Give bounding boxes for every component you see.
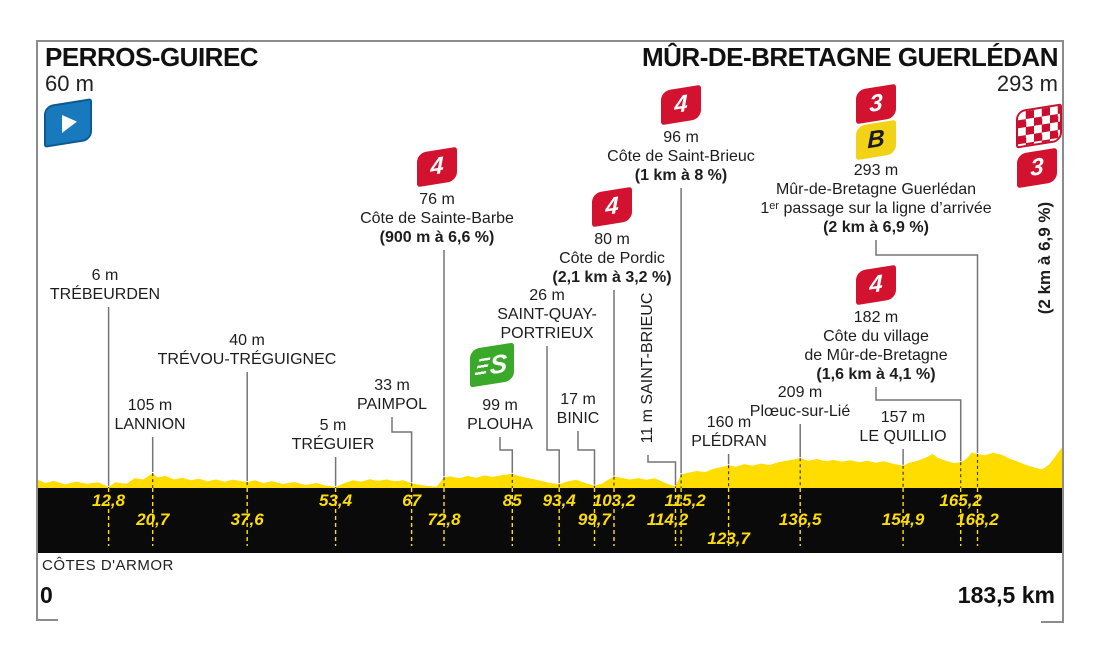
gradient-info: (2 km à 6,9 %)	[823, 219, 929, 236]
km-zero-label: 0	[40, 582, 53, 608]
finish-altitude: 293 m	[996, 71, 1058, 96]
km-mark-53-4: 53,4	[319, 491, 353, 510]
climb-cat4-marker-c-te-du-village-de-m-r-de-bretagne: 4	[856, 264, 896, 306]
finish-climb-gradient: (2 km à 6,9 %)	[1035, 201, 1054, 315]
sprint-speed-dashes	[474, 357, 491, 376]
bonus-marker-m-r-de-bretagne-guerl-dan: B	[856, 119, 896, 161]
climb-cat4-marker-c-te-de-saint-brieuc: 4	[661, 84, 701, 126]
leader-line-saint-quay-portrieux	[546, 346, 560, 484]
leader-line-plouha	[499, 437, 514, 473]
gradient-info: (2,1 km à 3,2 %)	[552, 269, 672, 286]
climb-cat4-marker-c-te-de-pordic: 4	[592, 186, 632, 228]
km-mark-103-2: 103,2	[592, 491, 636, 510]
gradient-info: (900 m à 6,6 %)	[379, 229, 495, 246]
checkered-flag-icon	[1016, 103, 1062, 149]
km-mark-165-2: 165,2	[939, 491, 982, 510]
total-distance-label: 183,5 km	[957, 582, 1055, 608]
finish-climb-cat3-marker: 3	[1017, 147, 1057, 189]
leader-line-paimpol	[391, 417, 413, 483]
km-mark-72-8: 72,8	[427, 510, 461, 529]
leader-line-c-te-du-village-de-m-r-de-bretagne	[875, 387, 962, 462]
km-mark-99-7: 99,7	[577, 510, 611, 529]
sprint-letter: S	[489, 347, 508, 380]
km-mark-115-2: 115,2	[664, 491, 706, 510]
climb-cat3-marker-m-r-de-bretagne-guerl-dan: 3	[856, 83, 896, 125]
start-altitude: 60 m	[45, 71, 94, 96]
km-mark-136-5: 136,5	[778, 510, 822, 529]
distance-band	[37, 488, 1063, 553]
sprint-marker-plouha: S	[470, 342, 514, 388]
km-mark-168-2: 168,2	[956, 510, 999, 529]
km-mark-123-7: 123,7	[707, 529, 750, 548]
km-mark-93-4: 93,4	[542, 491, 576, 510]
km-mark-67: 67	[402, 491, 422, 510]
chart-frame	[36, 40, 1064, 623]
leader-line-m-r-de-bretagne-guerl-dan	[875, 240, 979, 453]
leader-line-saint-brieuc	[647, 455, 677, 486]
terrain-profile	[37, 446, 1063, 488]
finish-town-title: MÛR-DE-BRETAGNE GUERLÉDAN	[641, 42, 1059, 72]
km-mark-114-2: 114,2	[646, 510, 689, 529]
km-mark-154-9: 154,9	[881, 510, 925, 529]
department-label: CÔTES D'ARMOR	[42, 557, 174, 574]
km-mark-20-7: 20,7	[136, 510, 170, 529]
km-mark-85: 85	[502, 491, 522, 510]
leader-line-binic	[577, 431, 596, 485]
climb-cat4-marker-c-te-de-sainte-barbe: 4	[417, 146, 457, 188]
gradient-info: (1 km à 8 %)	[634, 167, 728, 184]
start-town-title: PERROS-GUIREC	[45, 42, 259, 72]
gradient-info: (1,6 km à 4,1 %)	[816, 366, 936, 383]
km-mark-12-8: 12,8	[92, 491, 126, 510]
km-mark-37-6: 37,6	[230, 510, 264, 529]
